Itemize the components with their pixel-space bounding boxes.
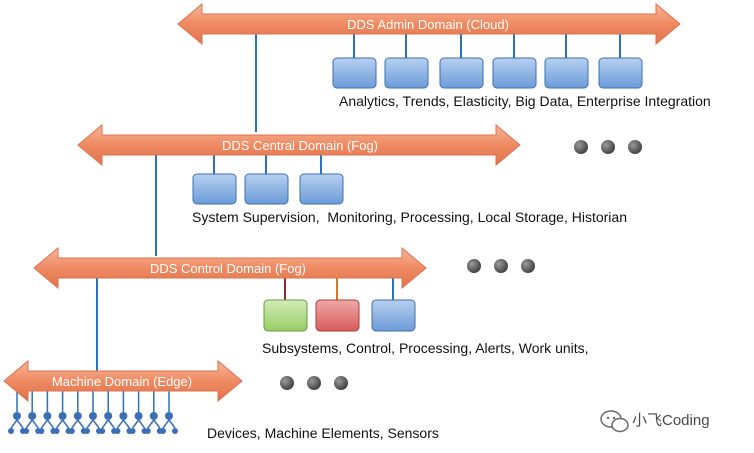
machine-domain-label: Machine Domain (Edge) — [52, 374, 192, 389]
device-links — [16, 391, 170, 412]
device-icon — [8, 412, 26, 434]
central-domain-label: DDS Central Domain (Fog) — [222, 138, 378, 153]
admin-node-box — [439, 57, 484, 89]
control-node-box-green — [263, 299, 308, 332]
device-icon — [53, 412, 72, 434]
more-indicator-dot — [521, 259, 535, 273]
more-indicator-dot — [494, 259, 508, 273]
control-domain-description: Subsystems, Control, Processing, Alerts,… — [262, 340, 589, 356]
more-indicator-dot — [334, 376, 348, 390]
device-icon — [160, 412, 178, 434]
admin-node-box — [492, 57, 537, 89]
admin-domain: DDS Admin Domain (Cloud) Analytics, Tren… — [177, 2, 711, 109]
more-indicator-dot — [280, 376, 294, 390]
admin-domain-description: Analytics, Trends, Elasticity, Big Data,… — [339, 93, 711, 109]
more-indicator-dot — [467, 259, 481, 273]
chat-bubble-icon — [600, 410, 629, 433]
machine-domain-arrow — [3, 359, 243, 403]
central-node-box — [192, 173, 237, 205]
watermark: 小飞Coding — [600, 410, 710, 433]
more-indicator-dot — [601, 140, 615, 154]
admin-node-box — [332, 57, 377, 89]
admin-domain-arrow — [177, 2, 681, 46]
central-node-box — [244, 173, 289, 205]
central-domain-arrow — [77, 123, 521, 167]
central-node-box — [299, 173, 344, 205]
device-icons — [8, 412, 178, 434]
admin-node-box — [544, 57, 589, 89]
admin-domain-label: DDS Admin Domain (Cloud) — [347, 17, 509, 32]
device-icon — [68, 412, 87, 434]
control-node-box-blue — [371, 299, 416, 332]
more-indicator-dot — [574, 140, 588, 154]
more-indicator-dot — [307, 376, 321, 390]
admin-node-box — [598, 57, 643, 89]
watermark-text: 小飞Coding — [632, 412, 710, 429]
device-icon — [129, 412, 148, 434]
control-domain: DDS Control Domain (Fog) Subsystems, Con… — [33, 246, 589, 356]
central-domain: DDS Central Domain (Fog) System Supervis… — [77, 123, 642, 225]
machine-domain-description: Devices, Machine Elements, Sensors — [207, 425, 439, 441]
control-node-box-red — [315, 299, 360, 332]
machine-domain: Machine Domain (Edge) Devices, Machine E… — [3, 359, 439, 441]
more-indicator-dot — [628, 140, 642, 154]
central-domain-description: System Supervision, Monitoring, Processi… — [192, 209, 627, 225]
control-domain-label: DDS Control Domain (Fog) — [150, 261, 306, 276]
device-icon — [99, 412, 118, 434]
admin-node-box — [384, 57, 429, 89]
control-domain-arrow — [33, 246, 427, 290]
